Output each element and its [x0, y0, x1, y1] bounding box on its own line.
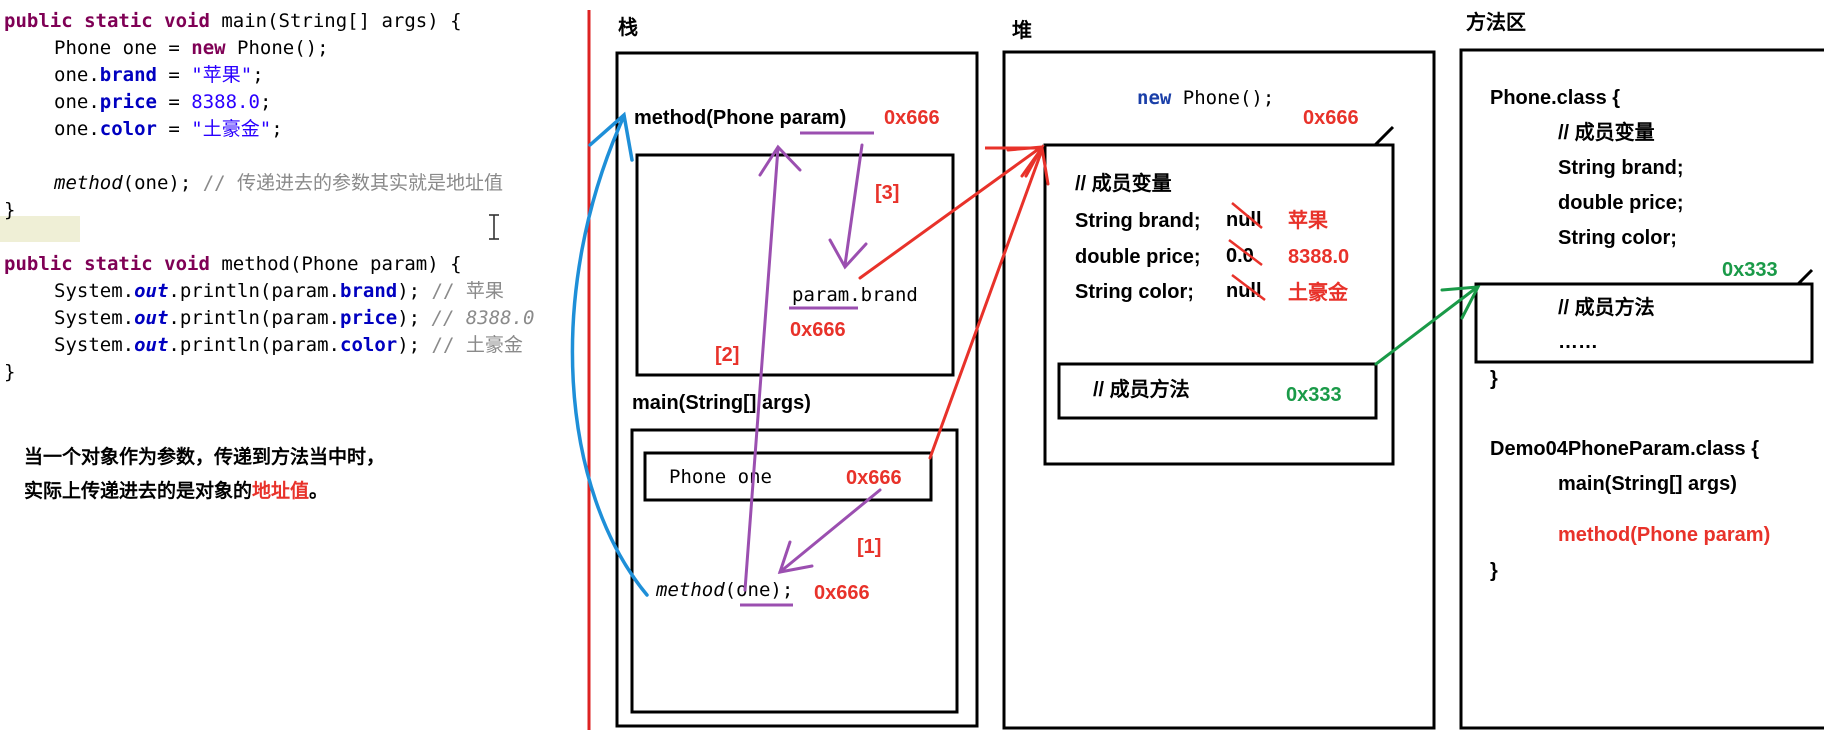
code-line-9: System.out.println(param.brand); // 苹果: [54, 280, 504, 302]
param-brand-addr: 0x666: [790, 319, 846, 341]
method-frame-box: [635, 153, 955, 377]
step-label-3: [3]: [875, 182, 899, 204]
arrow-red-var-to-heap: [928, 144, 1050, 460]
heap-new-expression: new Phone();: [1137, 87, 1274, 109]
code-line-4: one.price = 8388.0;: [54, 91, 271, 113]
heap-methods-addr: 0x333: [1286, 384, 1342, 406]
stack-title: 栈: [618, 16, 638, 39]
step-label-1: [1]: [857, 536, 881, 558]
demo-method-signature: method(Phone param): [1558, 524, 1770, 546]
method-call-addr: 0x666: [814, 582, 870, 604]
code-line-12: }: [4, 361, 15, 383]
heap-price-label: double price;: [1075, 246, 1201, 268]
heap-object-addr: 0x666: [1303, 107, 1359, 129]
class-methods-dots: ……: [1558, 331, 1598, 353]
phone-class-label: Phone.class {: [1490, 87, 1620, 109]
class-methods-comment: // 成员方法: [1558, 295, 1655, 319]
step-label-2: [2]: [715, 344, 739, 366]
heap-brand-old-value: null: [1226, 209, 1262, 231]
method-area-title: 方法区: [1466, 10, 1526, 34]
class-color-field: String color;: [1558, 227, 1677, 249]
strike-marks: [1228, 202, 1266, 301]
heap-object-box: [1043, 143, 1395, 466]
heap-methods-comment: // 成员方法: [1093, 377, 1190, 401]
class-price-field: double price;: [1558, 192, 1684, 214]
svg-text:实际上传递进去的是对象的地址值。: 实际上传递进去的是对象的地址值。: [24, 479, 328, 502]
heap-price-new-value: 8388.0: [1288, 246, 1349, 268]
heap-object-corner: [1045, 125, 1395, 147]
code-line-11: System.out.println(param.color); // 土豪金: [54, 334, 523, 356]
class-methods-addr: 0x333: [1722, 259, 1778, 281]
arrow-purple-step2: [743, 144, 802, 592]
arrow-red-param-to-heap: [858, 145, 1045, 280]
main-frame-box: [630, 428, 959, 714]
code-line-6: method(one); // 传递进去的参数其实就是地址值: [53, 172, 503, 194]
heap-methods-box: [1057, 362, 1378, 420]
main-frame-label: main(String[] args): [632, 392, 811, 414]
local-var-label: Phone one: [669, 466, 772, 488]
demo-main-signature: main(String[] args): [1558, 473, 1737, 495]
code-line-3: one.brand = "苹果";: [54, 64, 264, 86]
phone-class-close: }: [1490, 368, 1498, 390]
arrow-purple-step3: [828, 143, 868, 270]
heap-color-old-value: null: [1226, 280, 1262, 302]
heap-price-old-value: 0.0: [1226, 245, 1254, 267]
demo-class-close: }: [1490, 560, 1498, 582]
demo-class-label: Demo04PhoneParam.class {: [1490, 438, 1759, 460]
heap-title: 堆: [1012, 18, 1032, 42]
code-line-5: one.color = "土豪金";: [54, 118, 283, 140]
class-brand-field: String brand;: [1558, 157, 1684, 179]
line-highlight: [0, 216, 80, 242]
stack-box: [615, 51, 979, 728]
arrow-blue-call: [570, 111, 649, 597]
method-frame-label: method(Phone param): [634, 107, 846, 129]
heap-member-vars-comment: // 成员变量: [1075, 171, 1172, 195]
arrow-green-methods: [1374, 285, 1481, 366]
param-brand-expression: param.brand: [792, 284, 918, 306]
explanation-note: 当一个对象作为参数，传递到方法当中时， 实际上传递进去的是对象的地址值。: [24, 445, 385, 502]
method-call-expression: method(one);: [655, 579, 793, 601]
code-line-8: public static void method(Phone param) {: [4, 253, 462, 275]
heap-box: [1002, 50, 1436, 730]
text-cursor-icon: [489, 214, 499, 240]
class-methods-box: [1474, 282, 1814, 364]
code-line-2: Phone one = new Phone();: [54, 37, 329, 59]
method-area-box: [1459, 48, 1824, 730]
arrow-purple-step1: [777, 488, 882, 574]
svg-text:当一个对象作为参数，传递到方法当中时，: 当一个对象作为参数，传递到方法当中时，: [24, 445, 385, 468]
heap-color-new-value: 土豪金: [1288, 280, 1349, 304]
heap-color-label: String color;: [1075, 281, 1194, 303]
code-line-10: System.out.println(param.price); // 8388…: [54, 307, 534, 329]
local-var-addr: 0x666: [846, 467, 902, 489]
code-panel: public static void main(String[] args) {…: [0, 10, 534, 383]
heap-brand-label: String brand;: [1075, 210, 1201, 232]
class-member-vars-comment: // 成员变量: [1558, 120, 1655, 144]
code-line-7: }: [4, 199, 15, 221]
method-frame-addr: 0x666: [884, 107, 940, 129]
code-line-1: public static void main(String[] args) {: [4, 10, 462, 32]
local-var-box: [643, 451, 933, 502]
heap-brand-new-value: 苹果: [1288, 208, 1328, 232]
